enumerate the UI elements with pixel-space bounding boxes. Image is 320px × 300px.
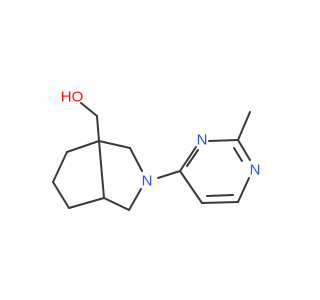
bond-n-c1 [128,188,142,211]
bond-c6-c5-inner [206,194,234,197]
bond-n3-c2 [208,139,239,142]
ring-nitrogen-label: N [142,173,153,190]
pyrimidine-n3-label: N [197,132,208,149]
bond-c6-c5 [201,201,239,204]
bond-ch2-c3a [96,115,100,142]
bond-c5-c6 [52,181,70,209]
bond-c3a-c3 [98,140,131,149]
bond-c1-c6a [103,197,130,211]
bond-c5-c4pyr [179,170,203,204]
bond-c4pyr-n3 [179,146,197,172]
bond-c3a-c4 [66,140,100,153]
bond-c3-n [129,147,143,172]
bond-oh-ch2 [80,102,98,117]
bond-c6a-c3a [98,140,105,199]
bond-n1-c6 [237,177,250,203]
bond-c4pyr-n3-inner [186,149,199,167]
hydroxyl-label: HO [61,89,84,106]
bond-c2-methyl [237,111,251,141]
bond-c4-c5 [52,151,68,183]
bond-c2-n1-inner [233,147,243,162]
pyrimidine-n1-label: N [250,162,261,179]
molecule-structure: HO N N N [52,89,261,211]
bond-n-c4pyr [157,170,181,179]
bond-c2-n1 [237,139,251,161]
bond-c6-c6a [68,197,105,209]
